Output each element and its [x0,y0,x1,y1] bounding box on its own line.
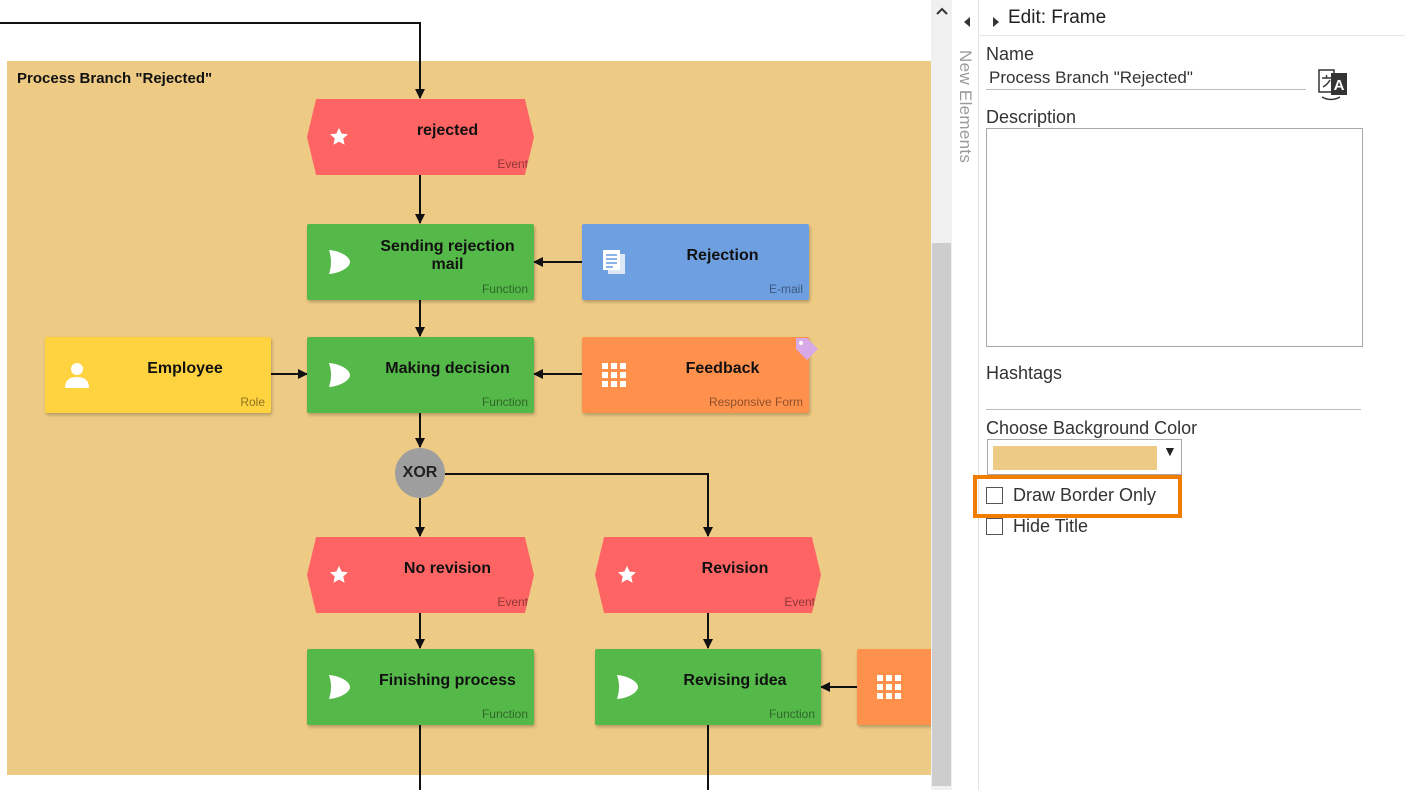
form-partial[interactable] [857,649,931,725]
function-making-decision[interactable]: Making decision Function [307,337,534,413]
connector-lines [0,22,857,790]
grid-icon [600,361,628,389]
star-icon [613,561,641,589]
collapse-left-icon[interactable] [964,14,970,32]
scroll-thumb[interactable] [932,243,951,786]
name-input[interactable] [986,66,1306,90]
node-type-label: Event [497,595,528,609]
new-elements-strip[interactable]: New Elements [952,0,979,790]
star-icon [325,123,353,151]
connector-xor-to-revision [445,473,713,537]
play-icon [325,361,353,389]
node-type-label: Responsive Form [708,395,803,409]
function-finishing-process[interactable]: Finishing process Function [307,649,534,725]
event-no-revision[interactable]: No revision Event [307,537,534,613]
function-label: Sending rejection mail [380,238,515,273]
expand-right-icon[interactable] [993,14,999,32]
background-color-swatch [993,446,1157,470]
function-label: Revising idea [683,672,787,689]
frame-title: Process Branch "Rejected" [17,70,213,87]
chevron-up-icon [935,7,948,15]
translate-icon[interactable]: A [1316,66,1350,102]
background-color-label: Choose Background Color [986,418,1198,438]
event-rejected[interactable]: rejected Event [307,99,534,175]
svg-text:A: A [1334,77,1345,94]
node-type-label: Function [481,282,528,296]
draw-border-only-checkbox[interactable] [986,487,1003,504]
play-icon [325,673,353,701]
panel-header[interactable]: Edit: Frame [979,0,1405,36]
hashtags-input[interactable] [986,409,1361,410]
hide-title-checkbox-row[interactable]: Hide Title [986,516,1088,537]
dropdown-arrow-icon: ▼ [1163,443,1177,459]
new-elements-label[interactable]: New Elements [956,50,975,164]
role-label: Employee [147,360,223,377]
grid-icon [875,673,903,701]
function-sending-rejection-mail[interactable]: Sending rejection mail Function [307,224,534,300]
hashtags-label: Hashtags [986,363,1063,383]
event-label: No revision [403,560,492,577]
play-icon [613,673,641,701]
edit-panel: Edit: Frame Name A Description Hashtags … [973,0,1405,790]
play-icon [325,248,353,276]
function-label: Making decision [385,360,510,377]
role-employee[interactable]: Employee Role [45,337,271,413]
node-type-label: E-mail [768,282,803,296]
node-type-label: Function [768,707,815,721]
panel-title: Edit: Frame [1008,7,1107,28]
node-type-label: Function [481,707,528,721]
email-rejection[interactable]: Rejection E-mail [582,224,809,300]
hide-title-label: Hide Title [1013,516,1089,536]
description-label: Description [986,107,1077,127]
canvas-vertical-scrollbar[interactable] [931,0,952,790]
event-label: rejected [416,122,479,139]
tag-icon[interactable] [794,336,820,367]
connector-top-incoming [0,22,425,99]
xor-gateway[interactable]: XOR [395,448,445,498]
node-type-label: Event [784,595,815,609]
highlight-box [973,475,1182,518]
event-label: Revision [701,560,769,577]
function-label: Finishing process [379,672,516,689]
draw-border-only-label: Draw Border Only [1013,485,1157,505]
node-type-label: Role [240,395,265,409]
background-color-select[interactable]: ▼ [987,439,1182,475]
function-revising-idea[interactable]: Revising idea Function [595,649,821,725]
description-textarea[interactable] [986,128,1363,347]
event-revision[interactable]: Revision Event [595,537,821,613]
scroll-up-button[interactable] [931,0,952,22]
star-icon [325,561,353,589]
node-type-label: Event [497,157,528,171]
node-type-label: Function [481,395,528,409]
form-label: Feedback [685,360,760,377]
draw-border-only-checkbox-row[interactable]: Draw Border Only [986,485,1156,506]
diagram-canvas[interactable]: Process Branch "Rejected" [0,0,931,790]
name-label: Name [986,44,1035,64]
document-icon [600,248,628,276]
hide-title-checkbox[interactable] [986,518,1003,535]
form-feedback[interactable]: Feedback Responsive Form [582,337,809,413]
email-label: Rejection [686,247,759,264]
person-icon [63,361,91,389]
